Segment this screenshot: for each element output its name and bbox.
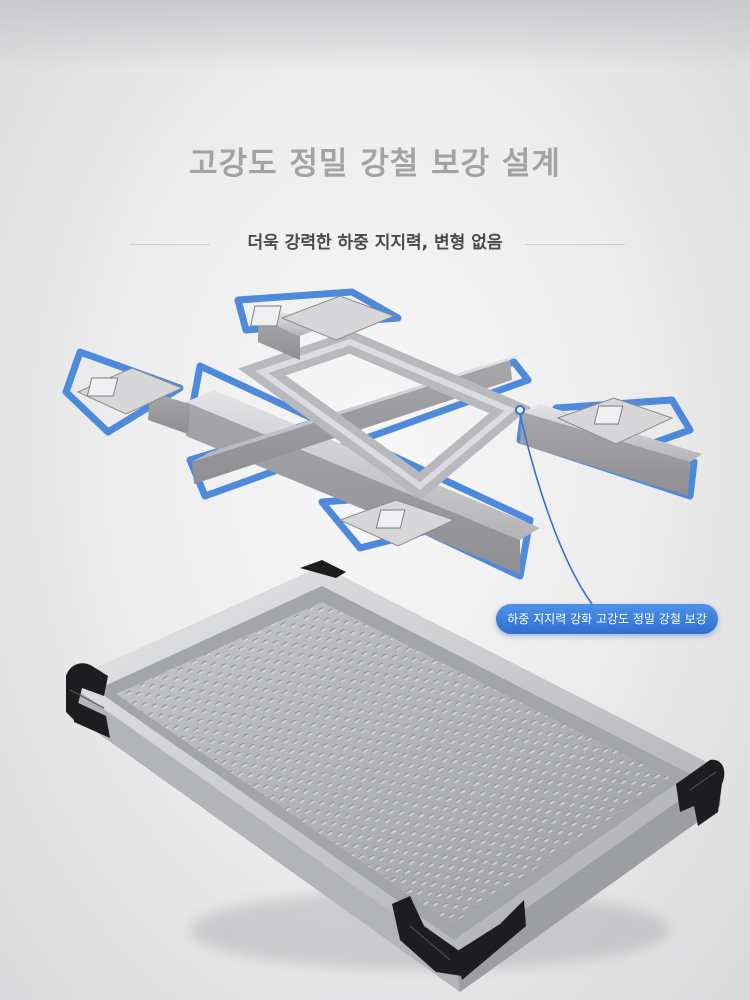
mounting-plate-right xyxy=(556,397,674,445)
subheadline: 더욱 강력한 하중 지지력, 변형 없음 xyxy=(247,233,503,253)
subheadline-row: 더욱 강력한 하중 지지력, 변형 없음 xyxy=(0,228,750,258)
headline: 고강도 정밀 강철 보강 설계 xyxy=(189,146,561,182)
mounting-plate-top xyxy=(250,295,396,341)
subheadline-rule-right xyxy=(525,244,625,245)
callout-anchor-dot xyxy=(515,405,525,415)
mounting-plate-bottom xyxy=(338,499,456,547)
callout-leader-line xyxy=(519,413,593,605)
aluminum-tray-image xyxy=(66,560,725,992)
steel-reinforcement-frame-image xyxy=(62,288,702,605)
mounting-plate-left xyxy=(76,367,184,415)
corner-guard-icon xyxy=(66,560,725,980)
subheadline-rule-left xyxy=(130,244,210,245)
top-shadow xyxy=(0,0,750,70)
callout-badge: 하중 지지력 강화 고강도 정밀 강철 보강 xyxy=(496,604,718,634)
